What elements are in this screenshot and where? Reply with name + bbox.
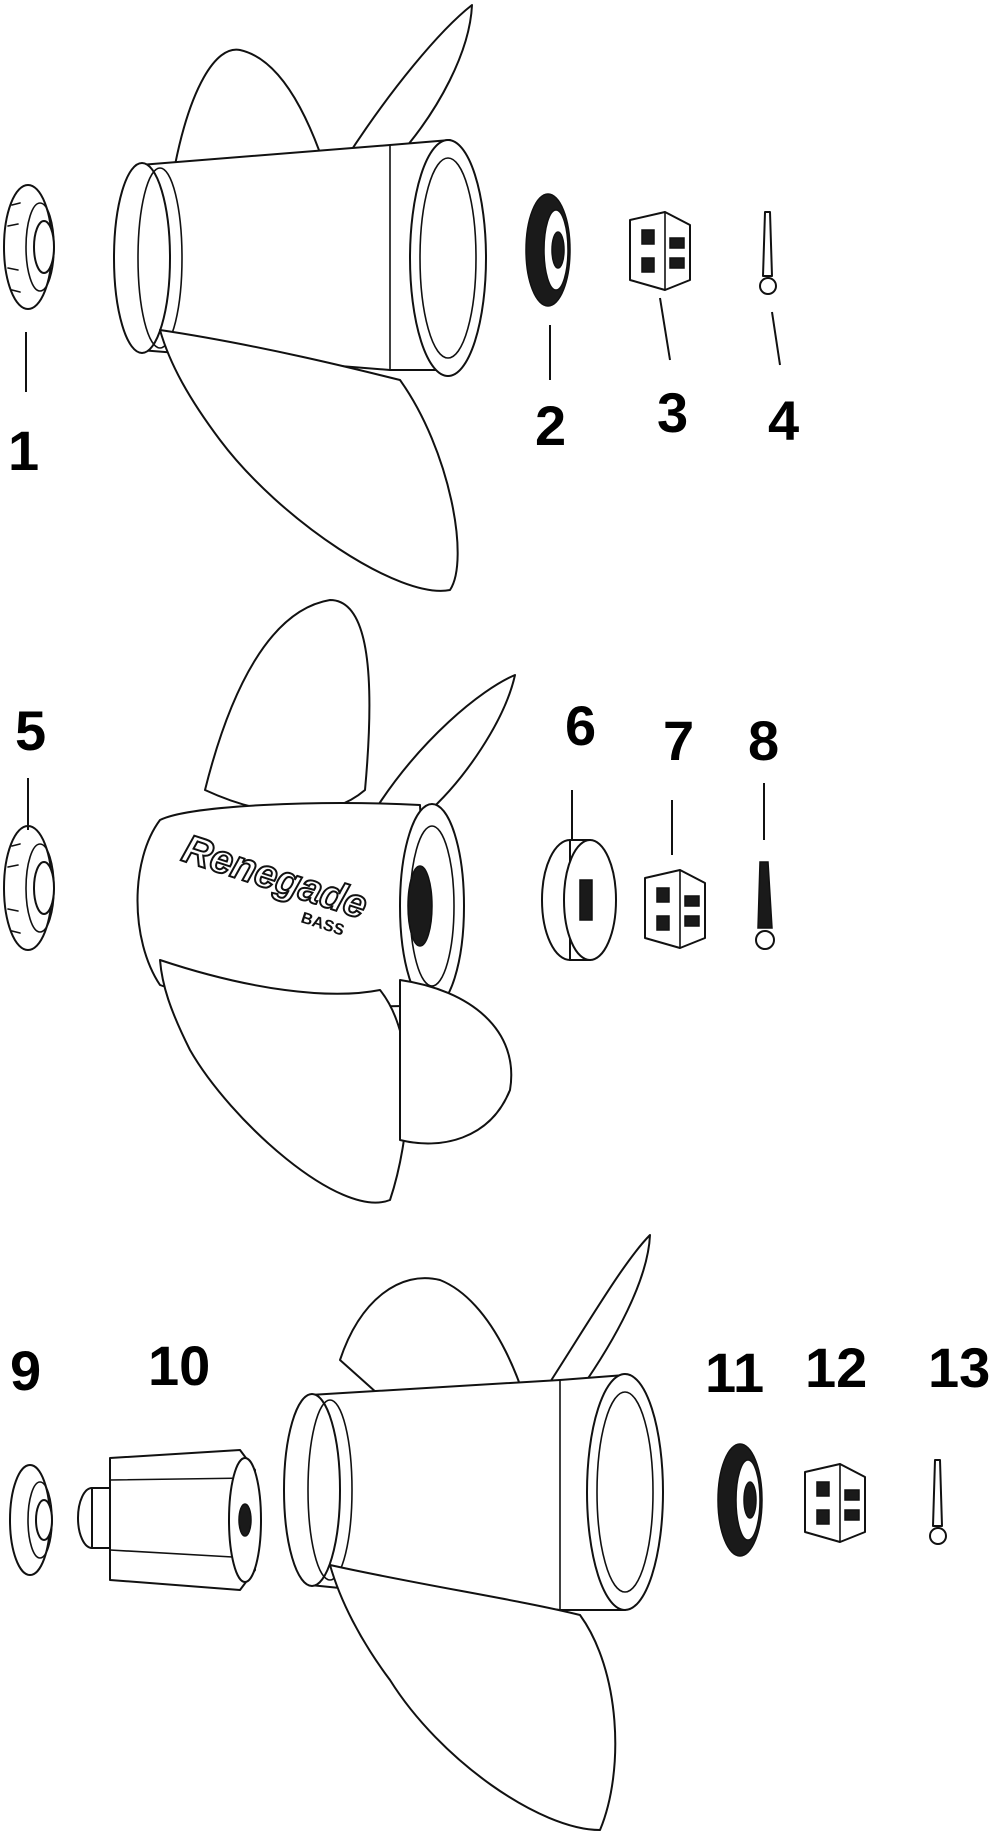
propeller-blade-lower-3 (329, 1564, 617, 1831)
callout-8: 8 (748, 709, 779, 772)
callout-12: 12 (805, 1336, 867, 1399)
propeller-hub-front (113, 162, 171, 354)
propeller-blade-rear-2 (374, 674, 516, 816)
part-13-cotter-pin (929, 1459, 947, 1545)
callout-3: 3 (657, 381, 688, 444)
propeller-assembly-top (3, 4, 781, 592)
propeller-assembly-bottom (9, 1234, 947, 1831)
part-12-castle-nut (804, 1463, 866, 1543)
propeller-blade-lower-2 (159, 959, 409, 1204)
propeller-blade-side-2 (399, 979, 513, 1145)
part-9-thrust-washer (9, 1464, 53, 1576)
propeller-rear-rim (409, 139, 487, 377)
callout-11: 11 (705, 1341, 764, 1404)
callout-2: 2 (535, 394, 566, 457)
callout-1: 1 (8, 419, 39, 482)
callout-9: 9 (10, 1339, 41, 1402)
propeller-blade-rear (344, 4, 473, 161)
propeller-rear-rim-3 (586, 1373, 664, 1611)
part-5-thrust-hub (3, 825, 55, 951)
propeller-hub-front-3 (283, 1393, 341, 1587)
part-6-spacer (541, 839, 617, 961)
callout-13: 13 (928, 1336, 990, 1399)
propeller-blade-rear-3 (544, 1234, 651, 1391)
part-2-spacer (525, 193, 571, 307)
part-10-drive-sleeve (77, 1449, 262, 1591)
part-7-castle-nut (644, 869, 706, 949)
part-1-thrust-hub (3, 184, 55, 310)
propeller-blade-upper-2 (204, 599, 371, 814)
callout-7: 7 (663, 709, 694, 772)
callout-4: 4 (768, 389, 799, 452)
callout-10: 10 (148, 1334, 210, 1397)
part-4-cotter-pin (759, 211, 777, 295)
part-11-spacer (717, 1443, 763, 1557)
callout-labels: 1 2 3 4 5 6 7 8 9 10 11 12 13 (8, 381, 990, 1404)
propeller-blade-lower (159, 329, 459, 592)
callout-6: 6 (565, 694, 596, 757)
callout-5: 5 (15, 699, 46, 762)
propeller-assembly-middle: Renegade BASS (3, 599, 775, 1204)
part-3-castle-nut (629, 211, 691, 291)
part-8-cotter-pin (755, 861, 775, 950)
